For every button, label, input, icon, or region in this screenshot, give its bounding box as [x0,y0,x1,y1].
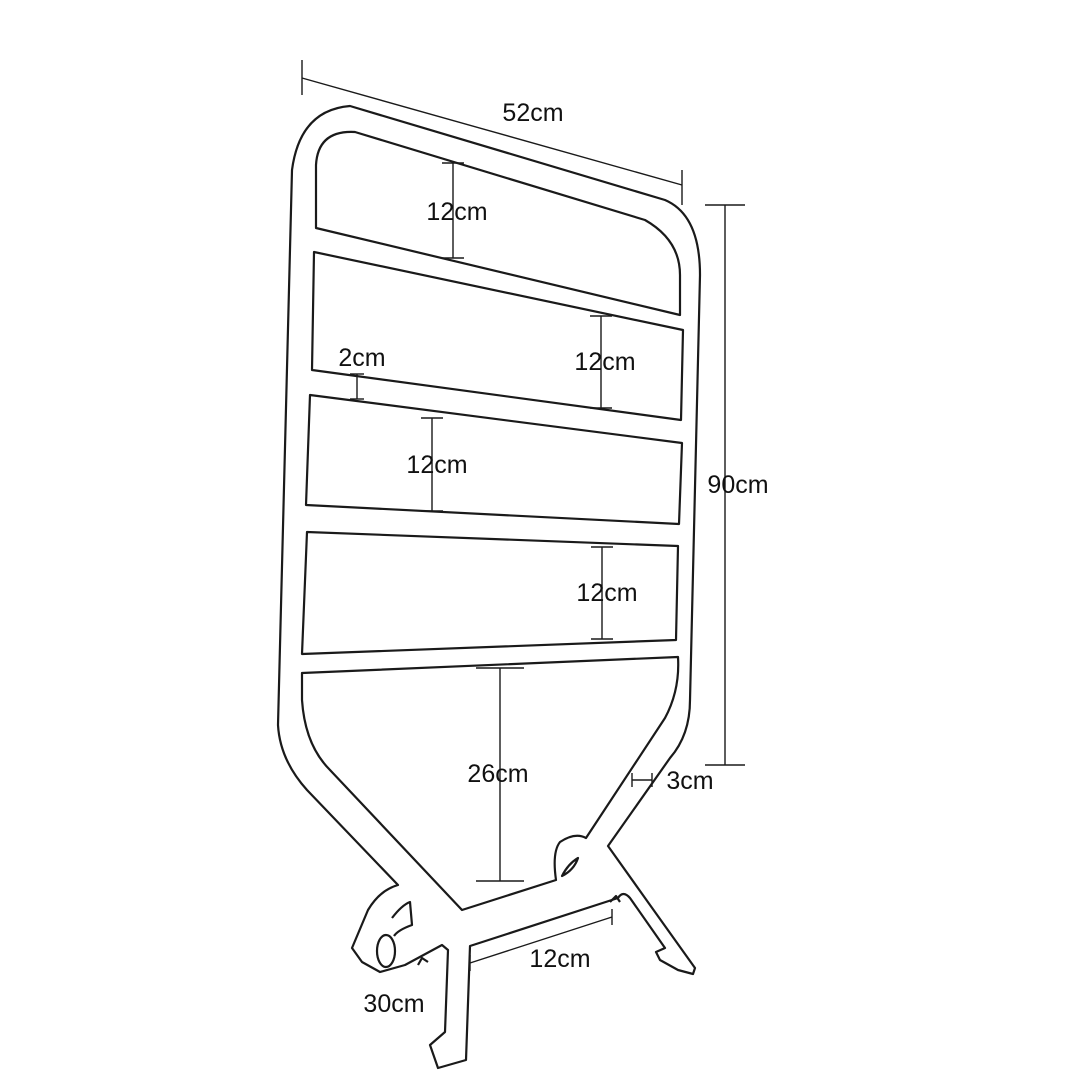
tube-end-cap [375,933,397,969]
label-rail-thickness: 2cm [338,344,385,372]
panel-opening-3 [304,393,684,526]
tube-end-collar [391,900,414,937]
label-width: 52cm [502,99,563,127]
label-bottom-gap: 26cm [467,760,528,788]
label-height: 90cm [707,471,768,499]
dim-width-line [301,77,683,186]
label-foot-spacing: 12cm [529,945,590,973]
panel-opening-2 [310,250,685,422]
bracket-slot [560,856,580,878]
base-notch-left [417,956,429,966]
label-rail-gap-2: 12cm [574,348,635,376]
panel-opening-1 [314,130,682,317]
label-rail-gap-4: 12cm [576,579,637,607]
label-rail-gap-1: 12cm [426,198,487,226]
frame-outer-outline [276,104,702,1070]
base-notch-right [609,894,621,903]
label-tube-width: 3cm [666,767,713,795]
panel-opening-4 [300,530,680,656]
label-depth: 30cm [363,990,424,1018]
label-rail-gap-3: 12cm [406,451,467,479]
panel-opening-5 [300,655,680,912]
dim-foot-line [469,916,613,964]
